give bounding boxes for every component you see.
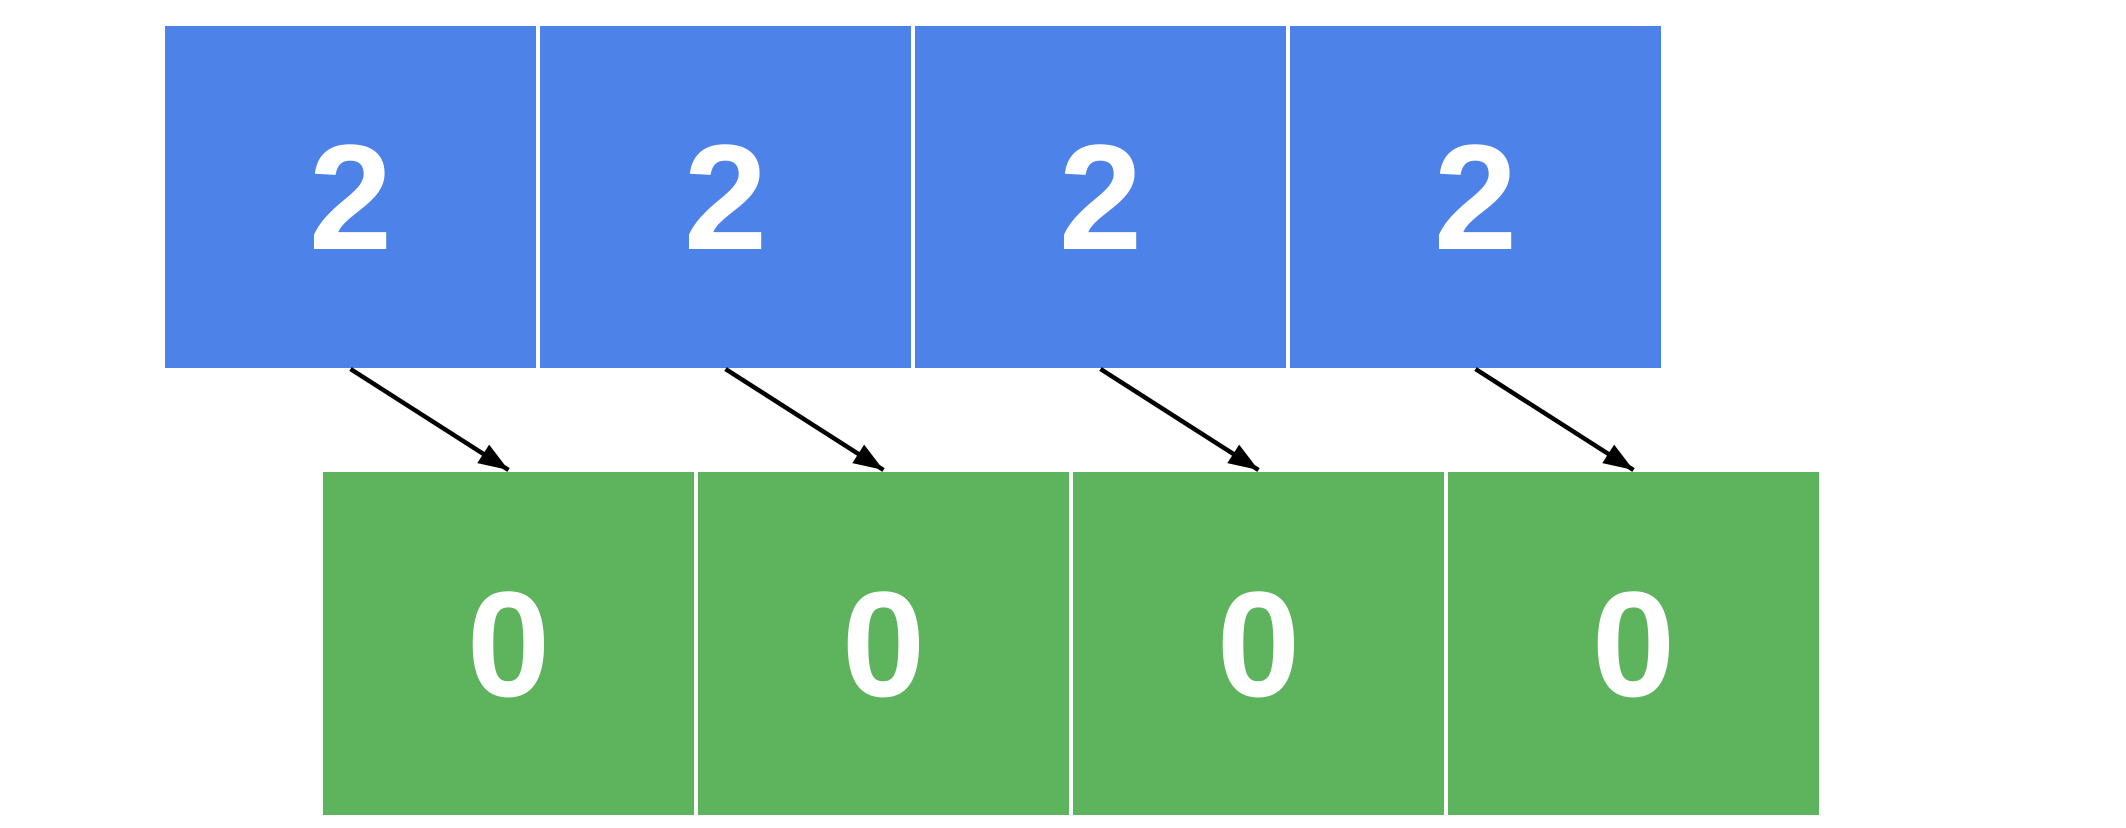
top-cell-2-value: 2 <box>1058 113 1143 281</box>
bottom-cell-1: 0 <box>698 472 1069 815</box>
bottom-cell-2: 0 <box>1073 472 1444 815</box>
bottom-array-row: 0 0 0 0 <box>323 472 1819 815</box>
top-cell-1: 2 <box>540 26 911 368</box>
top-cell-3: 2 <box>1290 26 1661 368</box>
top-cell-3-value: 2 <box>1433 113 1518 281</box>
top-cell-2: 2 <box>915 26 1286 368</box>
top-cell-1-value: 2 <box>683 113 768 281</box>
bottom-cell-3-value: 0 <box>1591 559 1676 728</box>
bottom-cell-1-value: 0 <box>841 559 926 728</box>
bottom-cell-3: 0 <box>1448 472 1819 815</box>
top-cell-0: 2 <box>165 26 536 368</box>
bottom-cell-2-value: 0 <box>1216 559 1301 728</box>
top-cell-0-value: 2 <box>308 113 393 281</box>
top-array-row: 2 2 2 2 <box>165 26 1661 368</box>
bottom-cell-0-value: 0 <box>466 559 551 728</box>
arrow-0 <box>349 367 510 472</box>
arrow-2 <box>1099 367 1260 472</box>
arrow-1 <box>724 367 885 472</box>
arrow-3 <box>1474 367 1635 472</box>
bottom-cell-0: 0 <box>323 472 694 815</box>
